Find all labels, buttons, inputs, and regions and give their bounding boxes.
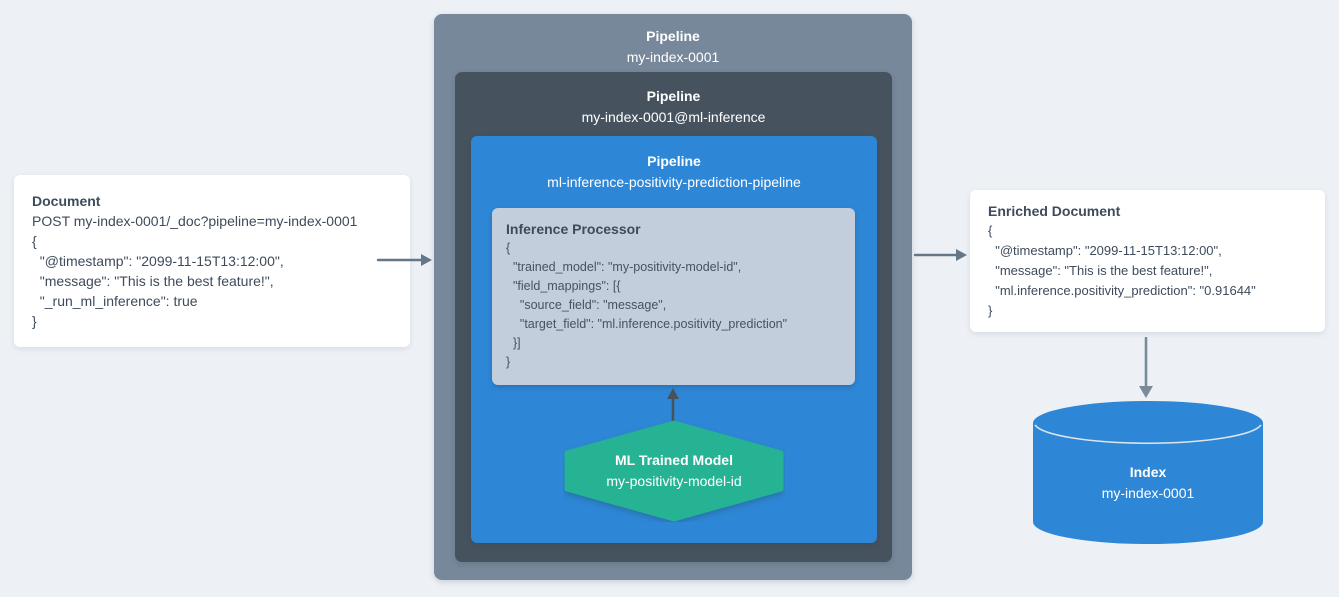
pipeline-mid-header: Pipeline my-index-0001@ml-inference bbox=[455, 72, 892, 128]
pipeline-outer-name: my-index-0001 bbox=[626, 49, 720, 65]
code-line: "message": "This is the best feature!", bbox=[988, 263, 1213, 278]
arrow-enriched-to-index-icon bbox=[1139, 337, 1153, 398]
document-code-block: POST my-index-0001/_doc?pipeline=my-inde… bbox=[32, 211, 392, 331]
ml-trained-model-name: my-positivity-model-id bbox=[606, 473, 742, 489]
code-line: "target_field": "ml.inference.positivity… bbox=[506, 317, 788, 331]
index-label: Index my-index-0001 bbox=[1033, 448, 1263, 518]
code-line: POST my-index-0001/_doc?pipeline=my-inde… bbox=[32, 213, 358, 229]
pipeline-inner-title: Pipeline bbox=[647, 153, 701, 169]
code-line: "source_field": "message", bbox=[506, 298, 667, 312]
code-line: "@timestamp": "2099-11-15T13:12:00", bbox=[32, 253, 284, 269]
pipeline-mid-title: Pipeline bbox=[646, 88, 701, 104]
ml-trained-model-label: ML Trained Model my-positivity-model-id bbox=[563, 420, 785, 522]
enriched-document-code-block: { "@timestamp": "2099-11-15T13:12:00", "… bbox=[988, 221, 1307, 321]
inference-processor-panel: Inference Processor { "trained_model": "… bbox=[492, 208, 855, 385]
inference-processor-title: Inference Processor bbox=[506, 221, 641, 237]
pipeline-inner-name: ml-inference-positivity-prediction-pipel… bbox=[547, 174, 801, 190]
code-line: "ml.inference.positivity_prediction": "0… bbox=[988, 283, 1256, 298]
index-title: Index bbox=[1129, 464, 1167, 480]
index-name: my-index-0001 bbox=[1101, 485, 1195, 501]
enriched-document-title: Enriched Document bbox=[988, 203, 1121, 219]
code-line: } bbox=[988, 303, 993, 318]
code-line: { bbox=[988, 223, 993, 238]
code-line: "message": "This is the best feature!", bbox=[32, 273, 274, 289]
code-line: "_run_ml_inference": true bbox=[32, 293, 198, 309]
pipeline-outer-title: Pipeline bbox=[646, 28, 700, 44]
ml-trained-model-hexagon-icon bbox=[564, 420, 784, 522]
inference-processor-code-block: { "trained_model": "my-positivity-model-… bbox=[506, 239, 841, 372]
pipeline-inner-header: Pipeline ml-inference-positivity-predict… bbox=[471, 136, 877, 193]
arrow-document-to-pipeline-icon bbox=[376, 254, 432, 266]
ml-trained-model-title: ML Trained Model bbox=[615, 452, 733, 468]
document-card: Document POST my-index-0001/_doc?pipelin… bbox=[14, 175, 410, 347]
code-line: { bbox=[506, 241, 511, 255]
code-line: } bbox=[506, 355, 511, 369]
code-line: "@timestamp": "2099-11-15T13:12:00", bbox=[988, 243, 1222, 258]
arrow-pipeline-to-enriched-icon bbox=[913, 249, 967, 261]
code-line: "trained_model": "my-positivity-model-id… bbox=[506, 260, 742, 274]
pipeline-outer-header: Pipeline my-index-0001 bbox=[434, 14, 912, 68]
index-cylinder-icon bbox=[1033, 401, 1263, 544]
code-line: { bbox=[32, 233, 37, 249]
pipeline-mid-name: my-index-0001@ml-inference bbox=[581, 109, 766, 125]
document-card-title: Document bbox=[32, 193, 101, 209]
code-line: "field_mappings": [{ bbox=[506, 279, 621, 293]
code-line: }] bbox=[506, 336, 521, 350]
enriched-document-card: Enriched Document { "@timestamp": "2099-… bbox=[970, 190, 1325, 332]
code-line: } bbox=[32, 313, 37, 329]
